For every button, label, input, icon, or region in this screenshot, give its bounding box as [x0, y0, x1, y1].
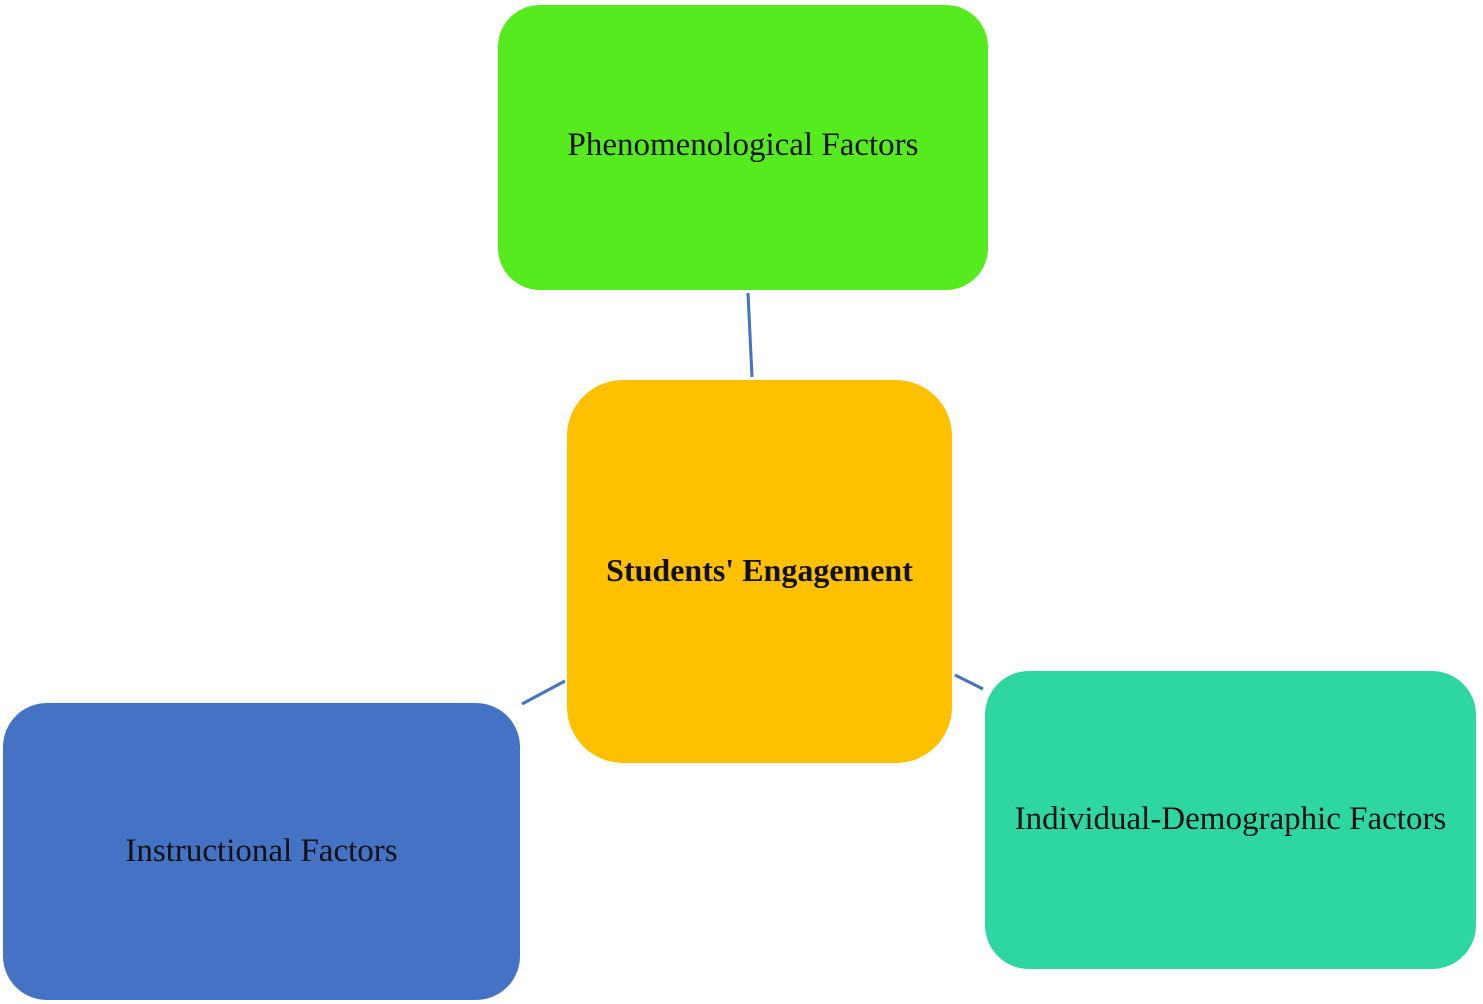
instructional-factors-label: Instructional Factors [125, 832, 398, 869]
phenomenological-factors-label: Phenomenological Factors [567, 127, 919, 164]
students-engagement-box: Students' Engagement [567, 380, 952, 763]
connector-right [954, 673, 984, 691]
instructional-factors-box: Instructional Factors [3, 703, 520, 1000]
connector-left [521, 679, 566, 706]
phenomenological-factors-box: Phenomenological Factors [498, 5, 988, 290]
individual-demographic-factors-box: Individual-Demographic Factors [985, 671, 1476, 969]
connector-top [746, 292, 754, 378]
students-engagement-label: Students' Engagement [606, 551, 913, 588]
individual-demographic-factors-label: Individual-Demographic Factors [1014, 801, 1447, 838]
